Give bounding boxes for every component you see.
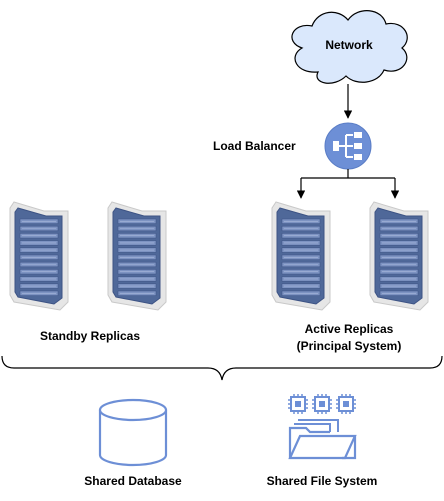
standby-replicas-label: Standby Replicas [40, 329, 140, 343]
load-balancer: Load Balancer [213, 122, 372, 170]
active-replicas-label-line2: (Principal System) [297, 339, 402, 353]
shared-file-system: Shared File System [267, 394, 378, 488]
chip-icons [288, 394, 356, 414]
lb-connectors [296, 169, 400, 199]
grouping-brace [1, 355, 443, 381]
chip-icon [336, 394, 356, 414]
active-replicas-label-line1: Active Replicas [305, 322, 394, 336]
load-balancer-label: Load Balancer [213, 139, 296, 153]
cloud-icon [291, 10, 408, 84]
server-rack-icon [9, 201, 69, 311]
network-cloud: Network [291, 10, 408, 84]
database-icon [98, 398, 168, 467]
active-replicas: Active Replicas (Principal System) [271, 201, 429, 353]
server-rack-icon [369, 201, 429, 311]
load-balancer-icon [324, 122, 372, 170]
network-label: Network [325, 38, 373, 52]
folder-icon [288, 419, 357, 460]
shared-database-label: Shared Database [84, 474, 182, 488]
shared-file-system-label: Shared File System [267, 474, 378, 488]
server-rack-icon [271, 201, 331, 311]
standby-replicas: Standby Replicas [9, 201, 167, 343]
chip-icon [312, 394, 332, 414]
chip-icon [288, 394, 308, 414]
shared-database: Shared Database [84, 398, 182, 488]
server-rack-icon [107, 201, 167, 311]
